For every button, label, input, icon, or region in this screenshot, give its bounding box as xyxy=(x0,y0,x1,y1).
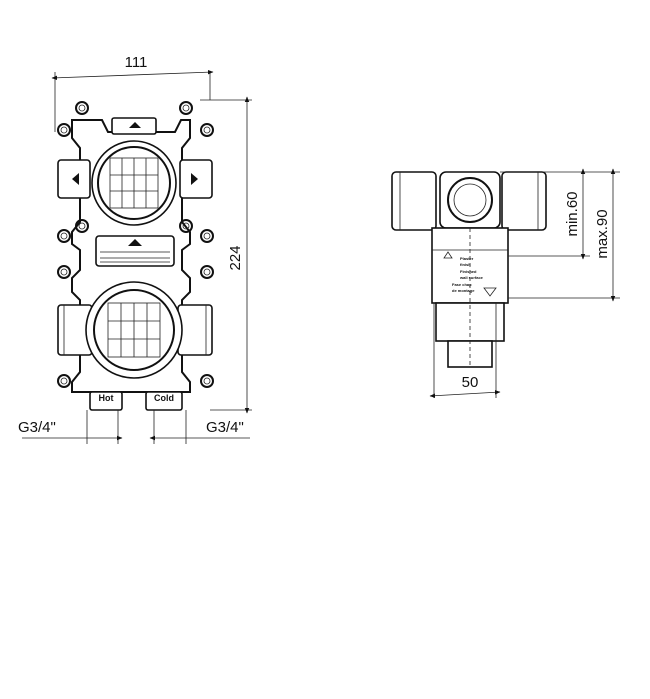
cold-label: Cold xyxy=(154,393,174,403)
arrow-left-icon xyxy=(72,173,79,185)
svg-text:finish: finish xyxy=(460,262,471,267)
middle-connector xyxy=(95,235,175,267)
lower-valve-body xyxy=(57,281,213,379)
inlet-connections: Hot Cold G3/4" G3/4" xyxy=(18,391,250,444)
width-dimension: 111 xyxy=(51,54,214,132)
side-width-label: 50 xyxy=(462,374,479,391)
right-thread-label: G3/4" xyxy=(206,419,244,436)
mounting-ears xyxy=(57,101,214,388)
front-view: 111 224 xyxy=(18,54,252,444)
hot-label: Hot xyxy=(99,393,114,403)
arrow-up-icon xyxy=(129,122,141,128)
arrow-right-icon xyxy=(191,173,198,185)
svg-text:de montage: de montage xyxy=(452,288,475,293)
left-thread-label: G3/4" xyxy=(18,419,56,436)
max-dim-label: max.90 xyxy=(594,209,611,258)
svg-text:Finished: Finished xyxy=(460,269,477,274)
min-dim-label: min.60 xyxy=(564,191,581,236)
width-dim-label: 111 xyxy=(125,54,148,71)
height-dim-label: 224 xyxy=(227,245,244,270)
side-view: Plaster finish Finished wall surface Fas… xyxy=(391,168,620,398)
upper-valve-body xyxy=(57,117,213,226)
wall-finish-label: Plaster finish Finished wall surface Fas… xyxy=(452,256,484,293)
svg-text:Plaster: Plaster xyxy=(460,256,474,261)
height-dimension: 224 xyxy=(200,96,252,414)
arrow-up-icon xyxy=(128,239,142,246)
svg-text:Fase chap: Fase chap xyxy=(452,282,472,287)
svg-text:wall surface: wall surface xyxy=(459,275,484,280)
